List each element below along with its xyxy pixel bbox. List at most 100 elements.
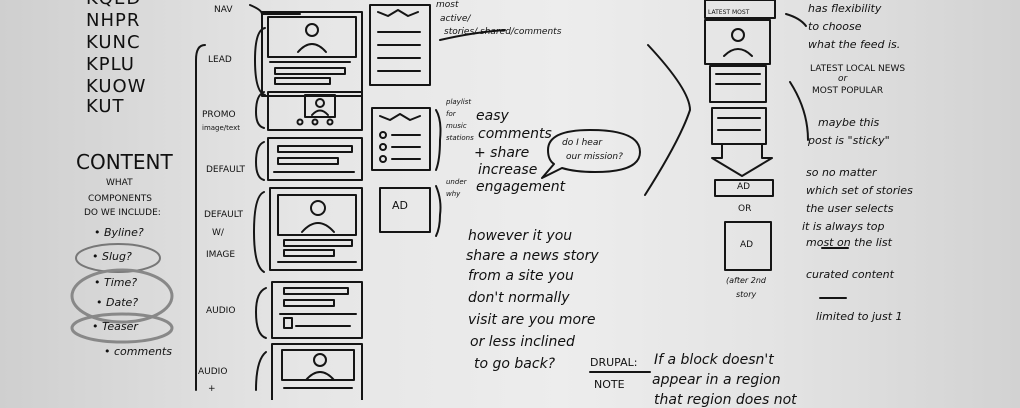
note-most-active-1: most: [436, 0, 459, 10]
drupal-text-3: that region does not: [654, 392, 797, 408]
promo-body: [311, 109, 329, 116]
question-line-5: visit are you more: [468, 312, 596, 328]
sticky-arrow: [789, 81, 809, 141]
note-most-active-2: active/: [440, 14, 471, 24]
ad-box: [379, 187, 431, 233]
station-kuow: KUOW: [86, 76, 147, 97]
question-line-1: however it you: [468, 228, 573, 244]
mobile-or: OR: [738, 204, 752, 214]
note-playlist-1: playlist: [446, 98, 472, 106]
lead-bar-2: [274, 77, 331, 85]
mobile-story-1: [709, 65, 767, 103]
label-promo: PROMO: [202, 110, 236, 120]
ad-bracket: [435, 185, 442, 237]
most-active-scribble: [377, 9, 419, 17]
promo-box: [267, 91, 363, 131]
mobile-body: [723, 48, 753, 57]
teaser-oval: [70, 312, 174, 344]
station-kplu: KPLU: [86, 54, 135, 75]
speech-bubble: [541, 129, 641, 179]
station-kut: KUT: [86, 96, 125, 117]
slug-oval: [75, 243, 161, 273]
audio-play: [283, 317, 293, 329]
audio-plus-body: [305, 371, 335, 381]
audio-bar-1: [283, 287, 349, 295]
note-easy-4: increase: [478, 162, 538, 178]
default-image-picture: [277, 194, 357, 236]
note-under-1: under: [446, 178, 467, 186]
label-default: DEFAULT: [206, 165, 245, 175]
audio-bracket: [255, 287, 267, 339]
most-popular-note: MOST POPULAR: [812, 86, 884, 96]
playlist-scribble: [379, 113, 421, 121]
most-active-arrow: [439, 29, 506, 41]
bubble-text-2: our mission?: [566, 152, 623, 162]
mobile-ad-2: AD: [740, 240, 754, 250]
sticky-note-3: so no matter: [806, 166, 877, 179]
flex-note-1: has flexibility: [808, 2, 882, 15]
question-line-6: or less inclined: [470, 334, 575, 350]
content-item-comments: • comments: [104, 345, 172, 358]
audio-plus-image: [281, 349, 355, 381]
default-bar-1: [277, 145, 353, 153]
label-default-image-2: W/: [212, 228, 224, 238]
label-lead: LEAD: [208, 55, 232, 65]
drupal-note-label: NOTE: [594, 378, 625, 391]
note-most-active-3: stories/ shared/comments: [444, 27, 562, 37]
lead-bracket: [254, 27, 266, 96]
mobile-ad-2-box: [724, 221, 772, 271]
note-playlist-4: stations: [446, 134, 474, 142]
note-easy-5: engagement: [476, 179, 566, 195]
default-image-box: [269, 187, 363, 271]
mobile-arrow: [711, 143, 773, 177]
label-default-image-1: DEFAULT: [204, 210, 243, 220]
content-subtitle-2: COMPONENTS: [88, 194, 153, 204]
content-item-time: • Time?: [94, 276, 138, 289]
drupal-text-2: appear in a region: [652, 372, 781, 388]
default-bracket: [255, 141, 265, 181]
flex-note-2: to choose: [808, 20, 862, 33]
label-ad: AD: [392, 199, 408, 212]
audio-bar-2: [283, 299, 335, 307]
sticky-note-5: the user selects: [806, 202, 894, 215]
flex-arrow: [785, 13, 807, 27]
lead-person-head: [305, 23, 319, 37]
audio-plus-head: [313, 353, 327, 367]
mobile-ad-1: AD: [737, 182, 751, 192]
most-active-box: [369, 4, 431, 86]
playlist-dot-3: [379, 155, 387, 163]
mobile-image: [704, 19, 771, 65]
content-item-teaser: • Teaser: [92, 320, 138, 333]
content-item-slug: • Slug?: [92, 250, 132, 263]
curated-note: curated content: [806, 268, 894, 281]
chevron: [644, 44, 691, 196]
playlist-dot-2: [379, 143, 387, 151]
question-line-4: don't normally: [468, 290, 570, 306]
promo-head: [315, 98, 325, 108]
promo-bracket: [255, 91, 265, 129]
note-easy-1: easy: [476, 108, 509, 124]
flex-note-3: what the feed is.: [808, 38, 901, 51]
sticky-note-1: maybe this: [818, 116, 880, 129]
default-image-bracket: [253, 191, 265, 273]
default-bar-2: [277, 157, 339, 165]
latest-local-news: LATEST LOCAL NEWS: [810, 64, 906, 74]
limited-note: limited to just 1: [816, 310, 903, 323]
audio-plus-box: [271, 343, 363, 400]
label-audio-plus-2: +: [208, 384, 216, 394]
default-image-bar-1: [283, 239, 353, 247]
bubble-text-1: do I hear: [562, 138, 603, 148]
question-line-7: to go back?: [474, 356, 556, 372]
drupal-text-1: If a block doesn't: [654, 352, 774, 368]
sticky-note-7: most on the list: [806, 236, 892, 249]
sticky-note-4: which set of stories: [806, 184, 913, 197]
content-subtitle-3: DO WE INCLUDE:: [84, 208, 161, 218]
mobile-after-2: story: [736, 290, 757, 299]
promo-dot-1: [296, 118, 304, 126]
playlist-box: [371, 107, 431, 171]
label-promo-sub: image/text: [202, 124, 240, 132]
mobile-top: [704, 0, 776, 19]
mobile-head: [731, 28, 745, 42]
